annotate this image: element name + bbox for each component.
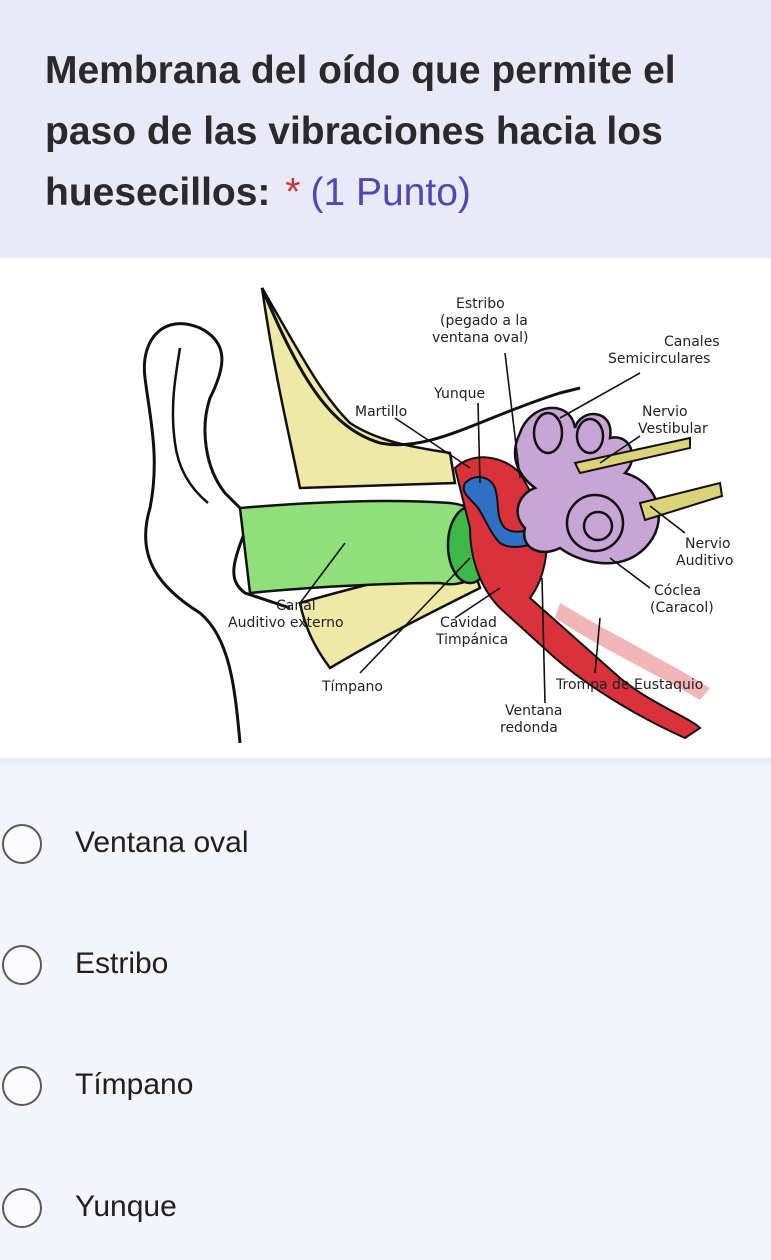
label-canal-2: Auditivo externo <box>228 615 344 631</box>
option-label: Yunque <box>75 1190 177 1223</box>
option-yunque[interactable]: Yunque <box>0 1169 771 1249</box>
radio-button[interactable] <box>2 1066 42 1106</box>
skull-contour <box>260 287 581 447</box>
question-points: (1 Punto) <box>310 171 471 214</box>
label-cavidad-2: Timpánica <box>435 632 508 648</box>
radio-button[interactable] <box>2 824 42 864</box>
radio-button[interactable] <box>2 1188 42 1228</box>
option-estribo[interactable]: Estribo <box>0 926 771 1006</box>
option-timpano[interactable]: Tímpano <box>0 1047 771 1127</box>
middle-ear-cavity <box>453 456 702 740</box>
label-estribo-1: Estribo <box>456 296 505 312</box>
label-canales-2: Semicirculares <box>608 351 710 367</box>
question-header: Membrana del oído que permite el paso de… <box>0 0 771 258</box>
option-label: Tímpano <box>75 1068 194 1101</box>
cochlea-spiral-inner <box>582 510 614 542</box>
label-cavidad-1: Cavidad <box>440 615 497 631</box>
pinna-shape <box>142 322 291 744</box>
temporal-bone-upper <box>260 287 457 490</box>
ear-anatomy-diagram: Estribo (pegado a la ventana oval) Canal… <box>142 287 733 744</box>
option-label: Ventana oval <box>75 826 249 859</box>
semicircular-canal-1 <box>532 411 564 455</box>
label-ventana-1: Ventana <box>505 703 563 719</box>
label-martillo: Martillo <box>355 404 407 420</box>
label-nervio-auditivo-1: Nervio <box>685 536 731 552</box>
radio-button[interactable] <box>2 945 42 985</box>
label-estribo-2: (pegado a la <box>440 313 528 329</box>
label-yunque: Yunque <box>433 386 485 402</box>
label-nervio-vestibular-2: Vestibular <box>638 421 708 437</box>
cochlea-spiral-outer <box>565 493 625 553</box>
auditory-nerve <box>638 481 724 522</box>
label-coclea-1: Cóclea <box>654 583 701 599</box>
eustachian-tube <box>555 603 710 700</box>
label-nervio-vestibular-1: Nervio <box>642 404 688 420</box>
label-trompa: Trompa de Eustaquio <box>555 677 703 693</box>
label-estribo-3: ventana oval) <box>432 330 529 346</box>
vestibular-nerve <box>573 436 691 475</box>
option-ventana-oval[interactable]: Ventana oval <box>0 805 771 885</box>
label-canal-1: Canal <box>276 598 316 614</box>
question-image: Estribo (pegado a la ventana oval) Canal… <box>0 258 771 764</box>
label-canales-1: Canales <box>664 334 720 350</box>
leader-lines <box>299 352 686 704</box>
label-coclea-2: (Caracol) <box>650 600 714 616</box>
label-nervio-auditivo-2: Auditivo <box>676 553 733 569</box>
pinna-inner <box>171 347 209 504</box>
question-title: Membrana del oído que permite el paso de… <box>45 40 745 223</box>
required-mark: * <box>285 171 301 214</box>
option-label: Estribo <box>75 947 169 980</box>
label-ventana-2: redonda <box>500 720 558 736</box>
question-text: Membrana del oído que permite el paso de… <box>45 49 676 214</box>
semicircular-canal-2 <box>575 417 605 455</box>
label-timpano: Tímpano <box>321 679 383 695</box>
